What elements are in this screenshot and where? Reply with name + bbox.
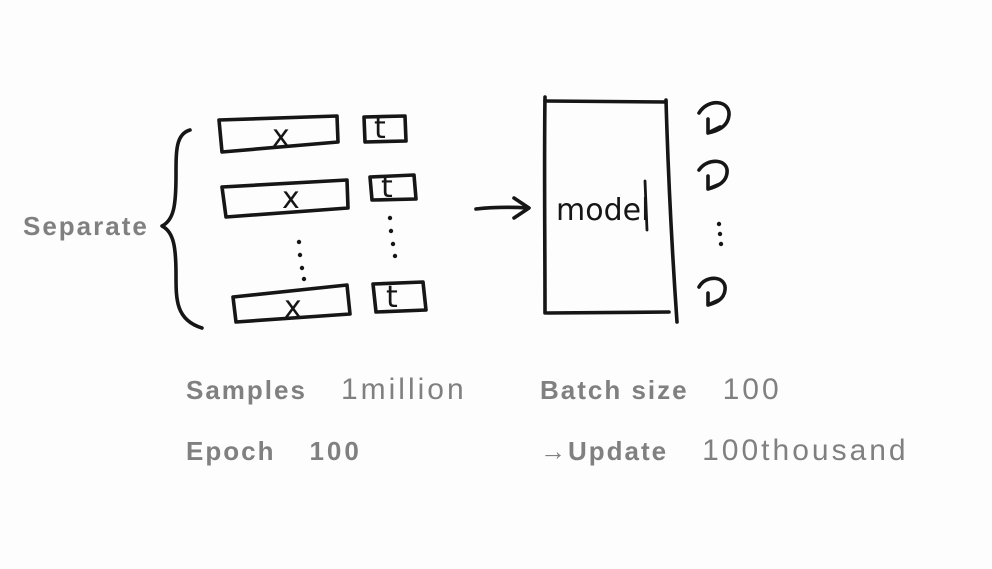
batch-size-stat: Batch size 100 <box>540 373 782 406</box>
target-box-3-label: t <box>386 280 398 315</box>
arrow-right-icon <box>474 196 531 220</box>
input-box-2 <box>220 178 350 219</box>
batch-size-label: Batch size <box>540 375 689 405</box>
target-ellipsis-dots <box>387 215 398 259</box>
samples-stat: Samples 1million <box>186 373 467 406</box>
target-box-1-label: t <box>374 111 386 146</box>
samples-value: 1million <box>340 373 467 406</box>
batch-size-value: 100 <box>722 373 782 406</box>
input-box-1 <box>217 114 340 154</box>
model-label: model <box>556 193 649 228</box>
loop-arrow-icon-3 <box>697 276 727 307</box>
update-stat: →Update 100thousand <box>540 434 909 467</box>
target-box-1 <box>362 114 408 144</box>
input-box-3-label: x <box>284 290 302 325</box>
update-label: →Update <box>540 436 669 466</box>
epoch-stat: Epoch 100 <box>186 436 362 466</box>
update-value: 100thousand <box>702 434 909 467</box>
left-curly-brace <box>160 128 204 330</box>
model-box <box>542 95 679 324</box>
epoch-label: Epoch <box>186 436 276 466</box>
loop-ellipsis-dots <box>716 221 724 247</box>
input-box-1-label: x <box>272 119 290 154</box>
target-box-2-label: t <box>381 170 393 205</box>
input-ellipsis-dots <box>296 239 307 282</box>
loop-arrow-icon-2 <box>697 159 729 191</box>
samples-label: Samples <box>186 375 307 405</box>
epoch-value: 100 <box>309 436 362 466</box>
loop-arrow-icon-1 <box>697 100 731 135</box>
input-box-3 <box>231 283 352 324</box>
target-box-3 <box>371 280 428 314</box>
target-box-2 <box>368 173 418 202</box>
input-box-2-label: x <box>282 181 300 216</box>
separate-label: Separate <box>23 211 149 241</box>
